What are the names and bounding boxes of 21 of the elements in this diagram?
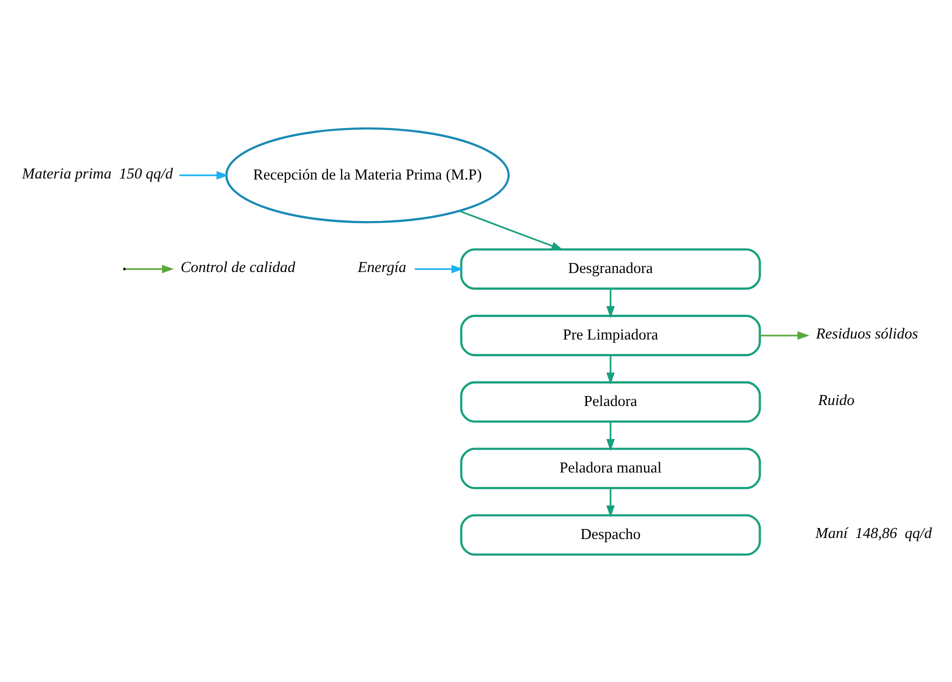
node-box: Desgranadora: [460, 248, 760, 290]
arrow: [606, 354, 614, 384]
node-text: Materia prima 150 qq/d: [22, 164, 172, 182]
node-box: Peladora manual: [460, 447, 760, 489]
arrow: [606, 421, 614, 451]
node-box: Pre Limpiadora: [460, 314, 760, 356]
node-text: Energía: [357, 258, 406, 276]
arrow: [606, 488, 614, 518]
arrow: [124, 264, 174, 273]
arrow: [414, 264, 463, 273]
label: Ruido: [818, 391, 854, 408]
node-box: Peladora: [460, 380, 760, 422]
arrow: [759, 330, 809, 340]
node-text: Control de calidad: [180, 258, 295, 276]
arrow: [458, 210, 563, 250]
arrow: [606, 288, 614, 318]
node-text: Residuos sólidos: [815, 324, 918, 342]
node-box: Despacho: [460, 514, 760, 556]
label: Maní 148,86 qq/d: [814, 524, 932, 542]
arrow: [178, 170, 228, 180]
node-ellipse: Recepción de la Materia Prima (M.P): [224, 126, 510, 223]
